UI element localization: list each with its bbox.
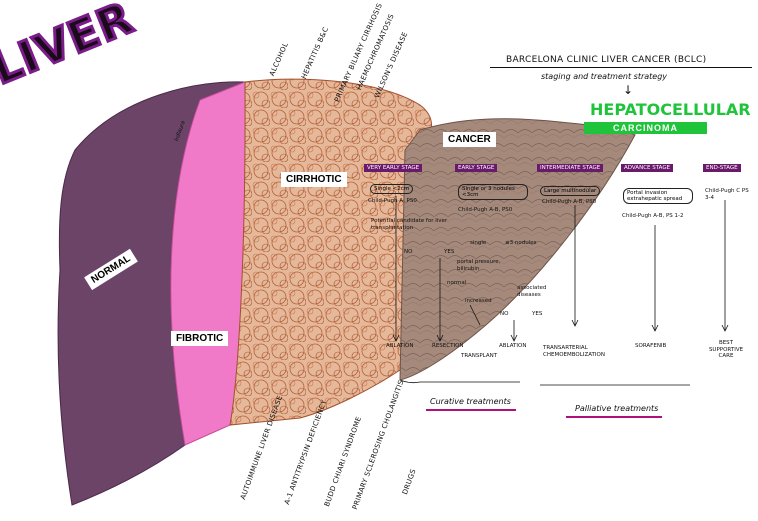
flow-text: normal	[447, 280, 467, 286]
curative-group: Curative treatments	[430, 397, 511, 406]
down-arrow-icon: ↓	[623, 83, 634, 97]
stage-header: ADVANCE STAGE	[621, 164, 674, 172]
flow-text: increased	[465, 298, 492, 304]
flow-text: ≤3 nodules	[505, 240, 537, 246]
bclc-heading: BARCELONA CLINIC LIVER CANCER (BCLC)	[506, 55, 707, 65]
stage-header: INTERMEDIATE STAGE	[537, 164, 604, 172]
stage-header: END-STAGE	[703, 164, 741, 172]
flow-text: Potential candidate for liver transplant…	[371, 218, 448, 231]
palliative-group: Palliative treatments	[575, 404, 659, 413]
bclc-subheading: staging and treatment strategy	[541, 72, 668, 81]
curative-underline	[426, 409, 516, 411]
hcc-subtitle: CARCINOMA	[584, 122, 707, 134]
stage-criteria: Large multinodular	[540, 186, 601, 196]
fibrotic-label: FIBROTIC	[171, 331, 229, 346]
child-pugh: Child-Pugh A-B, PS0	[542, 199, 597, 205]
flow-text: associated diseases	[517, 285, 547, 298]
stage-criteria: Portal invasion extrahepatic spread	[623, 188, 693, 204]
treatment: ABLATION	[386, 343, 414, 349]
child-pugh: Child-Pugh A, PS0	[368, 198, 417, 204]
flow-text: NO	[500, 311, 509, 317]
bclc-heading-underline	[490, 67, 752, 68]
normal-region	[57, 81, 246, 506]
flow-text: single	[470, 240, 487, 246]
stage-header: VERY EARLY STAGE	[364, 164, 423, 172]
flow-text: portal pressure, bilirubin	[457, 259, 501, 272]
hcc-title: HEPATOCELLULAR	[590, 100, 751, 119]
child-pugh: Child-Pugh C PS 3-4	[705, 188, 749, 201]
treatment: TRANSPLANT	[461, 353, 498, 359]
flow-text: YES	[532, 311, 543, 317]
child-pugh: Child-Pugh A-B, PS0	[458, 207, 513, 213]
cancer-region	[399, 118, 636, 381]
child-pugh: Child-Pugh A-B, PS 1-2	[622, 213, 684, 219]
cancer-label: CANCER	[443, 132, 496, 147]
treatment: RESECTION	[432, 343, 464, 349]
treatment: TRANSARTERIAL CHEMOEMBOLIZATION	[543, 345, 605, 358]
palliative-underline	[566, 416, 662, 418]
treatment: SORAFENIB	[635, 343, 667, 349]
cirrhotic-label: CIRRHOTIC	[281, 172, 347, 187]
treatment: BEST SUPPORTIVE CARE	[708, 340, 744, 360]
stage-criteria: Single <2cm	[370, 184, 414, 194]
stage-criteria: Single or 3 nodules <3cm	[458, 184, 528, 200]
flow-text: YES	[444, 249, 455, 255]
flow-text: NO	[404, 249, 413, 255]
stage-header: EARLY STAGE	[455, 164, 498, 172]
treatment: ABLATION	[499, 343, 527, 349]
